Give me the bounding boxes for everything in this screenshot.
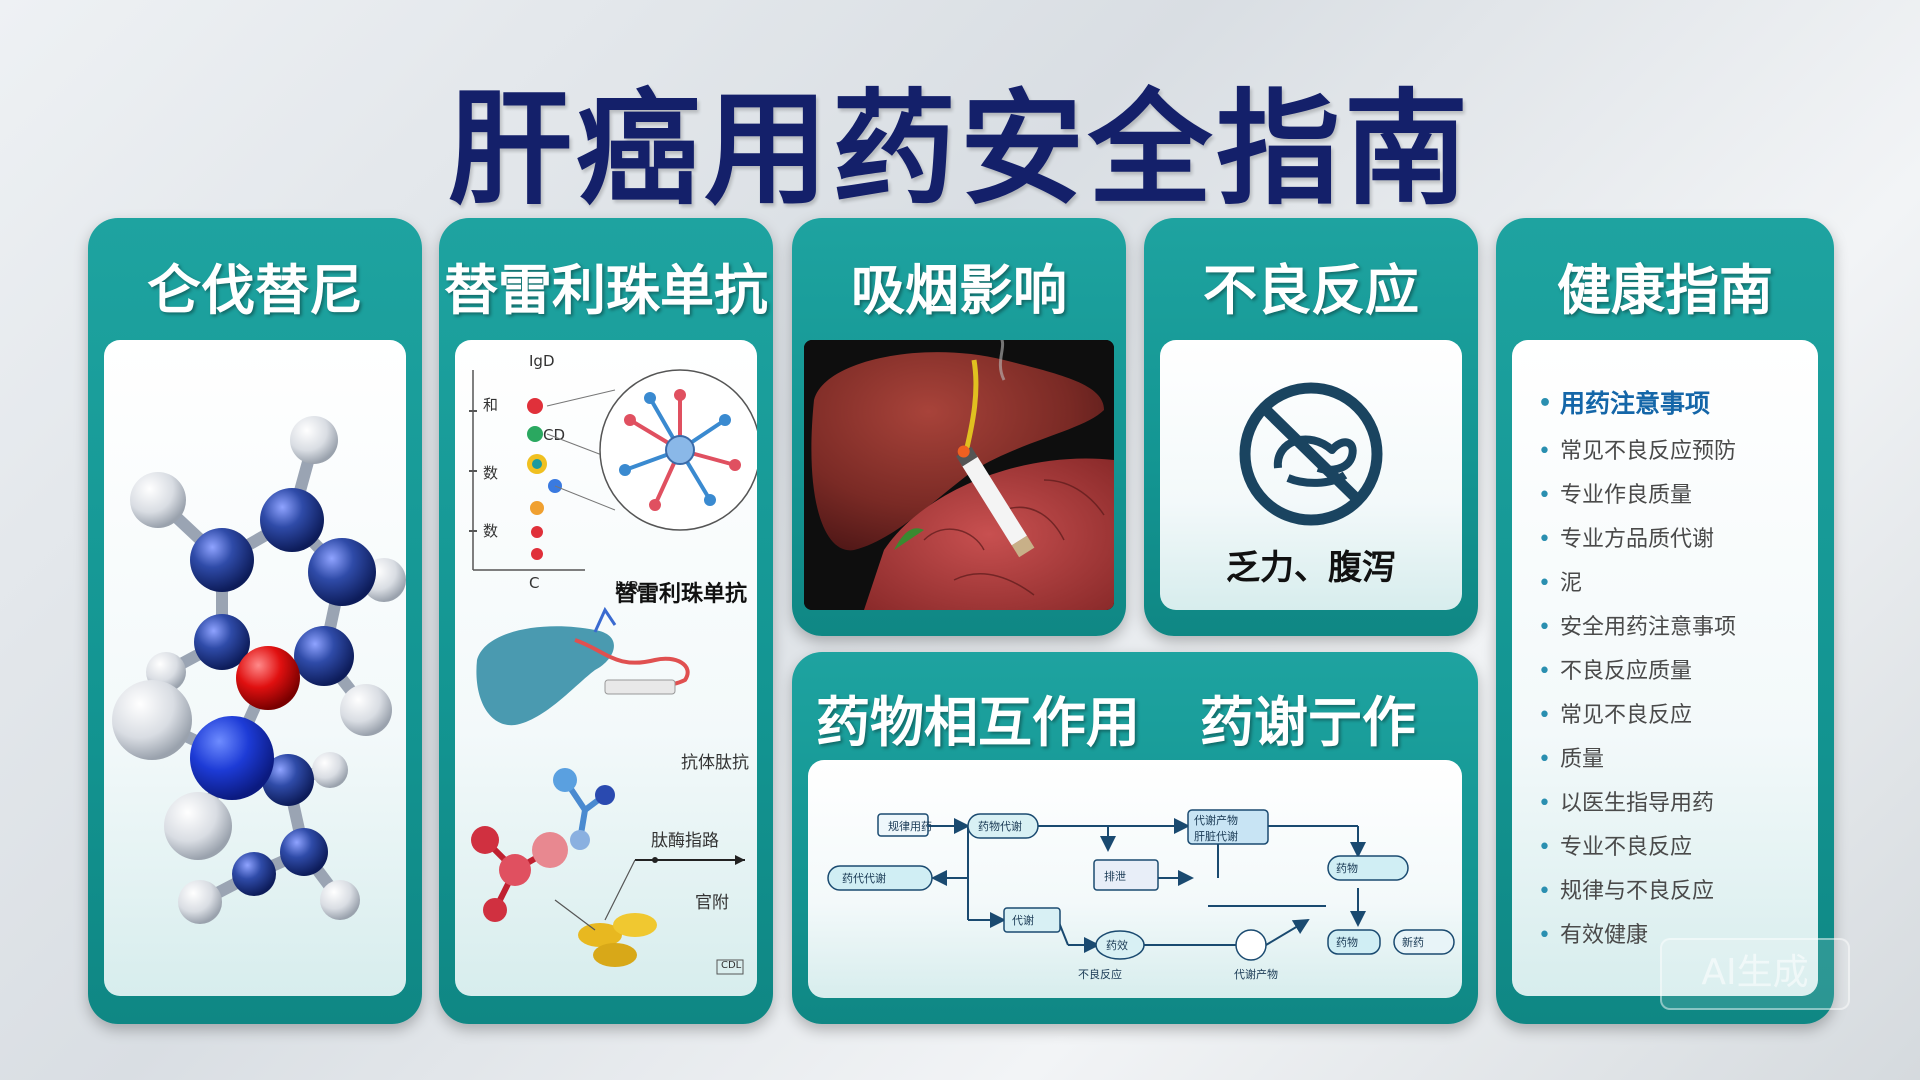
flow-node-label: 代谢产物 (1234, 967, 1278, 981)
guide-item[interactable]: 不良反应质量 (1538, 650, 1736, 694)
flow-node-label: 肝脏代谢 (1194, 829, 1238, 843)
axis-label: 数 (483, 522, 498, 540)
side-effects-panel: 乏力、腹泻 (1160, 340, 1462, 610)
guide-item[interactable]: 以医生指导用药 (1538, 782, 1736, 826)
flowchart-diagram: 规律用药 药物代谢 代谢产物 肝脏代谢 药代代谢 排泄 药物 代谢 药效 药物 … (827, 809, 1455, 981)
antibody-panel: IgD 和 CD 数 数 C (455, 340, 757, 996)
antibody-side-label: 抗体肽抗 (681, 753, 749, 773)
no-fatigue-icon (1239, 382, 1383, 526)
antibody-caption: 替雷利珠单抗 (615, 582, 748, 607)
flow-node-label: 药代代谢 (842, 871, 886, 885)
flow-node (1327, 855, 1409, 881)
guide-item[interactable]: 质量 (1538, 738, 1736, 782)
health-guide-list: 用药注意事项 常见不良反应预防 专业作良质量 专业方品质代谢 泥 安全用药注意事… (1538, 378, 1736, 958)
page-title: 肝癌用药安全指南 (447, 78, 1472, 222)
flow-node-label: 排泄 (1104, 869, 1126, 883)
flow-node (1095, 930, 1145, 960)
liver-cigarette-illustration (804, 340, 1114, 610)
molecule-illustration (112, 416, 406, 924)
flow-node (1393, 929, 1455, 955)
guide-item[interactable]: 专业不良反应 (1538, 826, 1736, 870)
antibody-side-label: CDL (721, 960, 742, 971)
antibody-side-label: 肽酶指路 (651, 831, 719, 851)
flow-node-label: 药物 (1336, 861, 1358, 875)
card-tislelizumab[interactable]: 替雷利珠单抗 IgD 和 CD 数 数 C (439, 218, 773, 1024)
flow-node-label: 代谢产物 (1194, 813, 1238, 827)
molecule-panel (104, 340, 406, 996)
flow-node-label: 药物代谢 (978, 819, 1022, 833)
card-interactions[interactable]: 药物相互作用 药谢亍作 (792, 652, 1478, 1024)
card-title-health-guide: 健康指南 (1557, 259, 1773, 322)
guide-item[interactable]: 安全用药注意事项 (1538, 606, 1736, 650)
flow-node-label: 药物 (1336, 935, 1358, 949)
flow-node (1235, 929, 1267, 961)
side-effects-caption: 乏力、腹泻 (1226, 548, 1396, 588)
flow-node (827, 865, 933, 891)
flow-node (1327, 929, 1381, 955)
axis-label: IgD (529, 352, 555, 370)
card-title-metabolism: 药谢亍作 (1200, 691, 1416, 754)
card-title-interactions: 药物相互作用 (816, 691, 1140, 754)
card-title-tislelizumab: 替雷利珠单抗 (444, 259, 768, 322)
flow-node-label: 规律用药 (888, 819, 932, 833)
flow-node (1187, 809, 1269, 845)
guide-item[interactable]: 泥 (1538, 562, 1736, 606)
guide-item[interactable]: 有效健康 (1538, 914, 1736, 958)
guide-item[interactable]: 用药注意事项 (1538, 378, 1736, 430)
flow-node (1003, 907, 1061, 933)
axis-label: CD (543, 426, 565, 444)
guide-item[interactable]: 常见不良反应 (1538, 694, 1736, 738)
guide-item[interactable]: 规律与不良反应 (1538, 870, 1736, 914)
guide-item[interactable]: 专业方品质代谢 (1538, 518, 1736, 562)
flow-node-label: 新药 (1402, 935, 1424, 949)
flow-node-label: 不良反应 (1078, 967, 1122, 981)
smoking-image (804, 340, 1114, 610)
card-health-guide[interactable]: 健康指南 用药注意事项 常见不良反应预防 专业作良质量 专业方品质代谢 泥 安全… (1496, 218, 1834, 1024)
card-side-effects[interactable]: 不良反应 乏力、腹泻 (1144, 218, 1478, 636)
antibody-side-label: 官附 (695, 893, 729, 913)
ai-watermark: AI生成 (1660, 938, 1850, 1010)
health-guide-panel: 用药注意事项 常见不良反应预防 专业作良质量 专业方品质代谢 泥 安全用药注意事… (1512, 340, 1818, 996)
flowchart-nodes (827, 809, 1455, 961)
flow-node-label: 代谢 (1012, 913, 1034, 927)
card-lenvatinib[interactable]: 仑伐替尼 (88, 218, 422, 1024)
axis-label: 和 (483, 396, 498, 414)
card-smoking[interactable]: 吸烟影响 (792, 218, 1126, 636)
flow-node (967, 813, 1039, 839)
flow-node (1093, 859, 1159, 891)
flow-node-label: 药效 (1106, 938, 1128, 952)
axis-label: C (529, 574, 539, 592)
antibody-diagram: IgD 和 CD 数 数 C (469, 352, 757, 975)
interaction-flowchart: 规律用药 药物代谢 代谢产物 肝脏代谢 药代代谢 排泄 药物 代谢 药效 药物 … (808, 760, 1462, 998)
axis-label: 数 (483, 464, 498, 482)
card-title-lenvatinib: 仑伐替尼 (147, 259, 363, 322)
guide-item[interactable]: 专业作良质量 (1538, 474, 1736, 518)
guide-item[interactable]: 常见不良反应预防 (1538, 430, 1736, 474)
card-title-side-effects: 不良反应 (1203, 259, 1419, 322)
svg-text:ⅣR: ⅣR (615, 578, 639, 596)
flow-node (877, 813, 929, 837)
card-title-smoking: 吸烟影响 (851, 259, 1067, 322)
